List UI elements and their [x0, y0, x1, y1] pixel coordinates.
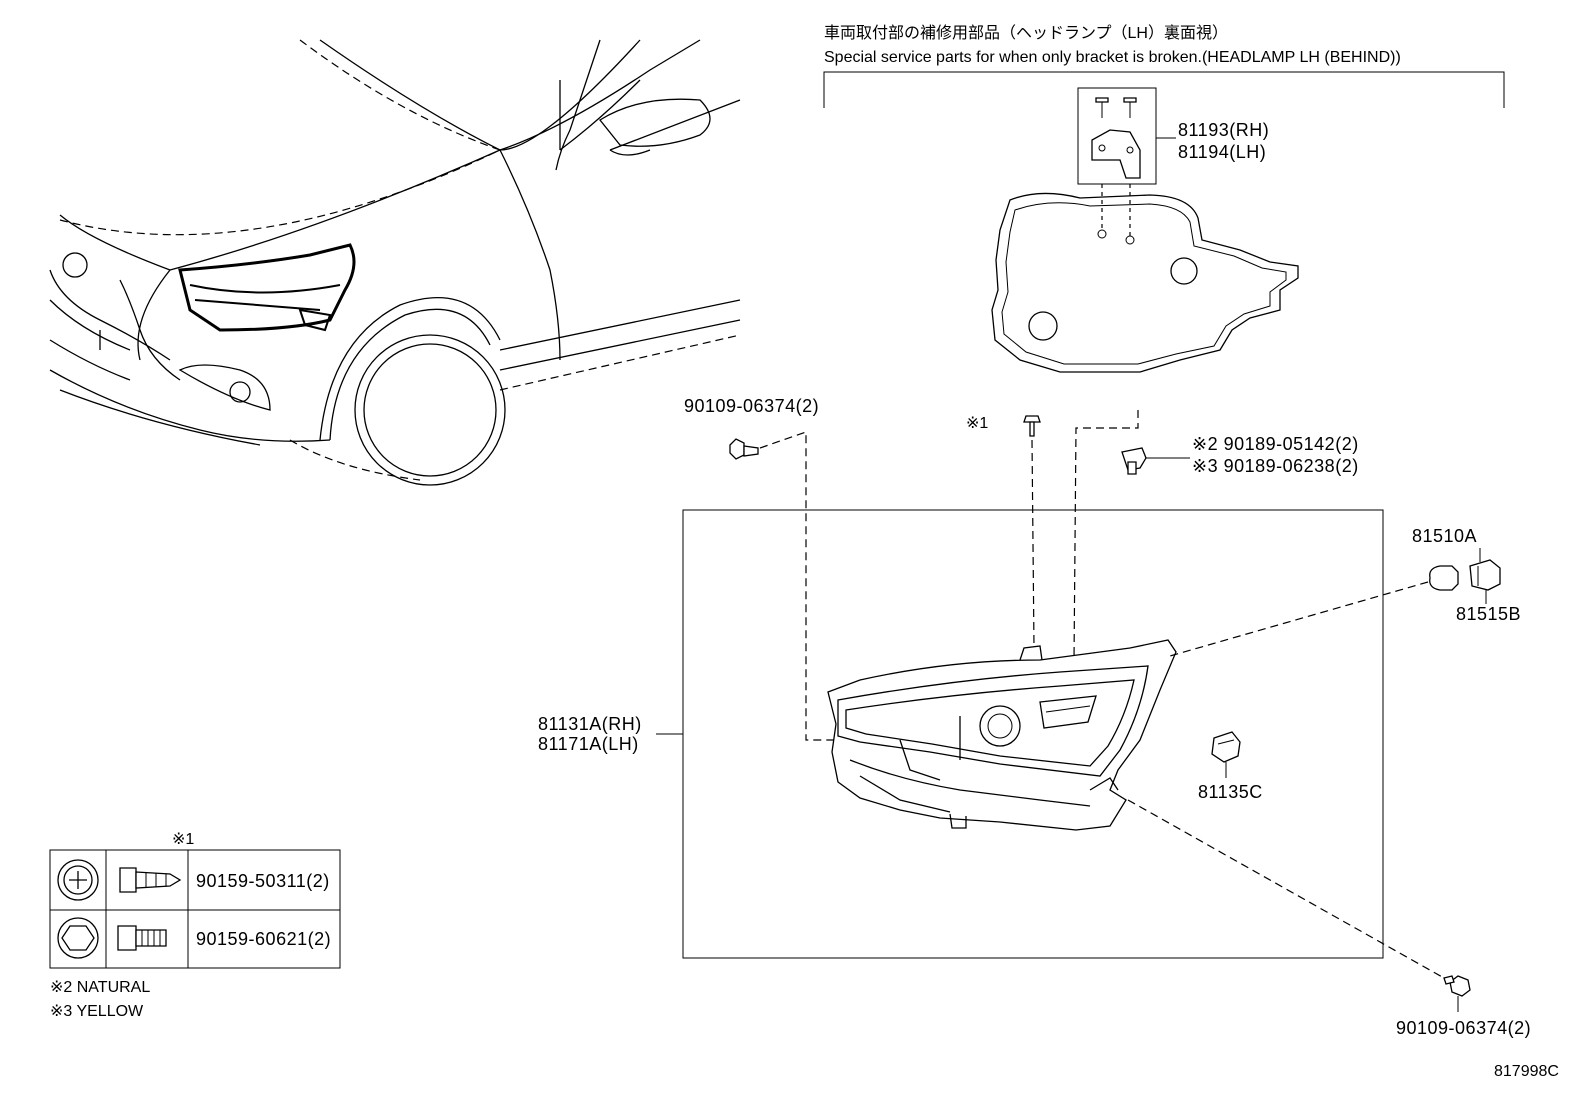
figure-id: 817998C: [1494, 1063, 1559, 1080]
bolt-icon: [729, 438, 759, 460]
tapping-screw-icon: [119, 867, 182, 893]
fastener-legend: ※1 90159-50311(2) 90159-60621(2) ※2 N: [49, 831, 341, 1020]
cap-icon: [1211, 731, 1241, 763]
label-bracket-lh: 81194(LH): [1178, 142, 1266, 162]
bulb-icon: [1429, 565, 1459, 591]
vehicle-illustration: [49, 39, 741, 486]
screw-icon: [1023, 415, 1041, 437]
label-clip-yellow: ※3 90189-06238(2): [1192, 456, 1359, 476]
socket-icon: [1469, 559, 1501, 591]
bolt-icon: [1443, 975, 1471, 997]
bracket-service-section: 車両取付部の補修用部品（ヘッドランプ（LH）裏面視） Special servi…: [823, 23, 1505, 373]
label-note1: ※1: [966, 415, 988, 432]
label-bulb: 81510A: [1412, 526, 1477, 546]
phillips-head-icon: [57, 859, 99, 901]
legend-part-2: 90159-60621(2): [196, 929, 331, 949]
clip-icon: [1121, 447, 1147, 475]
hex-bolt-icon: [117, 925, 167, 951]
lower-bolt: 90109-06374(2): [1396, 975, 1531, 1038]
legend-note3: ※3 YELLOW: [50, 1003, 144, 1020]
hex-head-icon: [57, 917, 99, 959]
label-headlamp-rh: 81131A(RH): [538, 714, 642, 734]
legend-note2: ※2 NATURAL: [50, 979, 150, 996]
label-headlamp-lh: 81171A(LH): [538, 734, 639, 754]
label-cap: 81135C: [1198, 782, 1263, 802]
headlamp-assembly-section: 81131A(RH) 81171A(LH) 81510A: [538, 509, 1521, 979]
label-socket: 81515B: [1456, 604, 1521, 624]
label-bracket-rh: 81193(RH): [1178, 120, 1269, 140]
upper-fasteners: 90109-06374(2) ※1 ※2 90189-05142(2) ※3 9…: [684, 396, 1359, 741]
bracket-screw-icon: [1095, 97, 1137, 118]
legend-note1-mark: ※1: [172, 831, 194, 848]
label-bolt-upper-left: 90109-06374(2): [684, 396, 819, 416]
label-clip-natural: ※2 90189-05142(2): [1192, 434, 1359, 454]
headlamp-unit-icon: [827, 639, 1177, 831]
section-title-en: Special service parts for when only brac…: [824, 49, 1401, 66]
section-title-jp: 車両取付部の補修用部品（ヘッドランプ（LH）裏面視）: [824, 23, 1228, 42]
headlamp-rear-outline: [991, 192, 1299, 373]
label-bolt-lower-right: 90109-06374(2): [1396, 1018, 1531, 1038]
bracket-icon: [1091, 129, 1141, 179]
legend-part-1: 90159-50311(2): [196, 871, 330, 891]
